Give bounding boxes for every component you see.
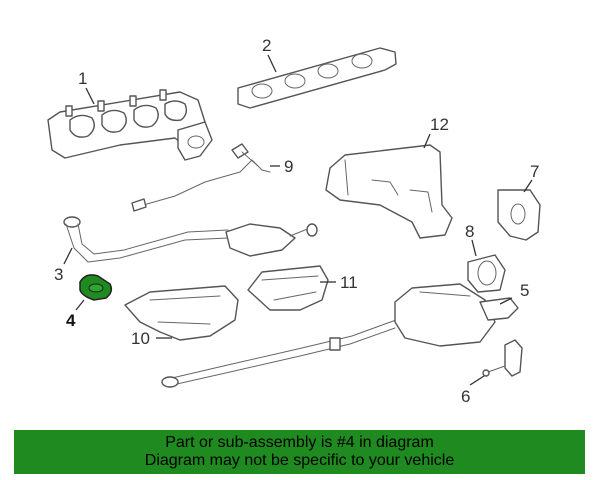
part-9-oxygen-sensor [131, 143, 271, 212]
callout-6: 6 [461, 387, 470, 406]
callout-7: 7 [530, 162, 539, 181]
callout-11: 11 [340, 273, 358, 292]
callout-10: 10 [131, 329, 150, 348]
info-banner: Part or sub-assembly is #4 in diagram Di… [14, 430, 585, 474]
callout-9: 9 [284, 157, 293, 176]
callout-1: 1 [78, 69, 87, 88]
callout-8: 8 [465, 222, 474, 241]
part-5-muffler-assembly [161, 283, 519, 388]
part-1-exhaust-manifold [47, 89, 213, 161]
part-3-front-pipe [63, 216, 318, 263]
part-4-gasket [79, 274, 113, 301]
banner-line-part-info: Part or sub-assembly is #4 in diagram [165, 434, 434, 451]
part-11-heat-shield [247, 265, 329, 311]
callout-12: 12 [430, 115, 449, 134]
part-2-manifold-gasket [237, 47, 397, 109]
part-10-lower-heat-shield [124, 285, 239, 341]
part-7-rubber-hanger [497, 189, 541, 241]
leader-lines [63, 54, 533, 386]
callout-5: 5 [520, 281, 529, 300]
part-6-hanger-bracket [482, 339, 523, 377]
part-8-tailpipe-tip [467, 254, 506, 293]
part-12-heat-shield [325, 144, 453, 239]
banner-line-disclaimer: Diagram may not be specific to your vehi… [144, 452, 455, 469]
callout-2: 2 [262, 36, 271, 55]
callout-3: 3 [54, 265, 63, 284]
callout-4: 4 [66, 311, 76, 330]
